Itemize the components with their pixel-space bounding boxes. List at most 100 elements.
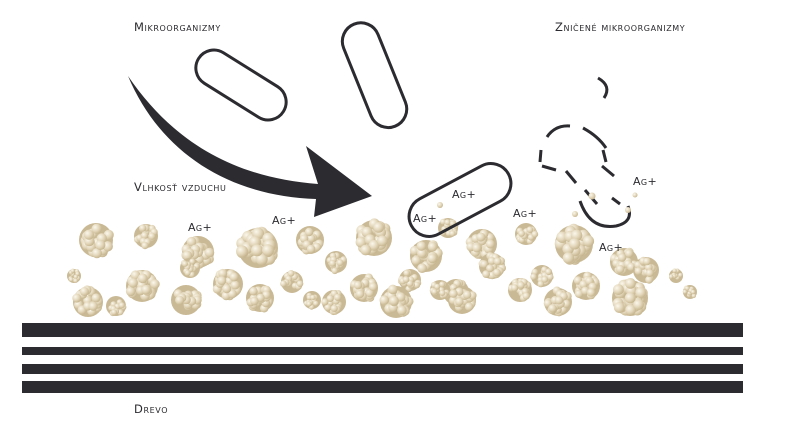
particle-bead	[439, 290, 446, 296]
particle-bead	[633, 299, 644, 310]
particle-bead	[634, 267, 643, 276]
particle-bead	[88, 301, 98, 311]
particle-bead	[379, 295, 390, 305]
silver-particle-cluster	[429, 280, 450, 300]
silver-particle-cluster	[79, 223, 114, 259]
silver-particle-cluster	[212, 268, 243, 301]
particle-bead	[204, 247, 215, 258]
particle-bead	[313, 300, 319, 307]
particle-bead	[218, 268, 228, 278]
silver-particle-cluster	[355, 218, 392, 256]
silver-particle-cluster	[303, 291, 321, 310]
particle-bead	[439, 281, 446, 288]
air-humidity-label: Vlhkosť vzduchu	[134, 180, 227, 194]
particle-bead	[330, 304, 338, 312]
silver-particle-cluster	[633, 256, 659, 284]
particle-bead	[449, 289, 458, 298]
particle-bead	[182, 260, 188, 267]
particle-bead	[487, 257, 496, 265]
silver-ion-label: Ag+	[513, 207, 538, 220]
silver-ion-label: Ag+	[633, 175, 658, 188]
particle-bead	[217, 276, 227, 286]
wood-label: Drevo	[134, 402, 169, 416]
particle-bead	[355, 289, 365, 299]
particle-bead	[91, 248, 102, 259]
particle-bead	[476, 232, 486, 242]
silver-particle-cluster	[180, 258, 201, 278]
particle-bead	[582, 235, 595, 247]
particle-bead	[562, 252, 575, 264]
particle-bead	[184, 269, 191, 276]
particle-bead	[545, 268, 552, 276]
wood-stripe	[22, 364, 743, 374]
particle-bead	[541, 276, 549, 283]
particle-bead	[236, 245, 248, 258]
particle-bead	[304, 227, 314, 237]
silver-particle-cluster	[543, 286, 572, 317]
particle-bead	[111, 309, 118, 316]
silver-particle-cluster	[134, 224, 158, 250]
particle-bead	[517, 281, 525, 289]
particle-bead	[632, 192, 638, 198]
silver-particle-cluster	[321, 290, 346, 316]
particle-bead	[324, 303, 332, 311]
particle-bead	[625, 304, 636, 316]
particle-bead	[548, 304, 557, 313]
particle-bead	[182, 250, 192, 261]
particle-bead	[175, 295, 185, 305]
particle-bead	[83, 229, 94, 240]
particle-bead	[691, 289, 696, 295]
particle-bead	[91, 293, 101, 303]
particle-bead	[141, 231, 149, 240]
particle-bead	[455, 297, 464, 306]
silver-particle-cluster	[181, 236, 215, 269]
particle-bead	[250, 296, 259, 306]
particle-bead	[617, 253, 627, 262]
particle-bead	[262, 244, 274, 257]
silver-particle-cluster	[106, 296, 127, 317]
particle-bead	[355, 236, 367, 248]
silver-particles	[67, 218, 697, 318]
microorganism-icon	[340, 21, 409, 130]
silver-particle-cluster	[379, 284, 414, 318]
particle-bead	[72, 293, 82, 303]
particle-bead	[91, 223, 102, 234]
particle-bead	[444, 219, 451, 226]
wood-stripe	[22, 347, 743, 355]
particle-bead	[280, 280, 287, 288]
silver-particle-cluster	[572, 271, 600, 300]
particle-bead	[440, 218, 447, 225]
silver-particle-cluster	[350, 273, 378, 302]
particle-bead	[613, 284, 624, 295]
particle-bead	[554, 296, 564, 305]
particle-bead	[510, 284, 519, 292]
particle-bead	[530, 273, 537, 281]
particle-bead	[682, 289, 688, 294]
stray-particles	[437, 192, 638, 217]
particle-bead	[296, 280, 304, 288]
particle-bead	[669, 274, 674, 279]
particle-bead	[643, 257, 651, 266]
particle-bead	[397, 305, 407, 316]
silver-particle-cluster	[246, 284, 274, 313]
silver-particle-cluster	[280, 270, 304, 293]
silver-ion-label: Ag+	[413, 212, 438, 225]
particle-bead	[402, 276, 410, 283]
particle-bead	[568, 238, 581, 250]
particle-bead	[360, 244, 372, 256]
silver-particle-cluster	[397, 269, 422, 293]
particle-bead	[624, 249, 634, 258]
particle-bead	[148, 232, 156, 240]
silver-particle-cluster	[554, 223, 595, 265]
particle-bead	[413, 281, 421, 289]
particle-bead	[139, 224, 147, 232]
particle-bead	[416, 241, 427, 251]
silver-particle-cluster	[610, 247, 638, 276]
silver-ion-label: Ag+	[188, 221, 213, 234]
particle-bead	[69, 277, 74, 282]
particle-bead	[625, 278, 636, 289]
silver-ion-label: Ag+	[452, 188, 477, 201]
particle-bead	[365, 288, 374, 298]
